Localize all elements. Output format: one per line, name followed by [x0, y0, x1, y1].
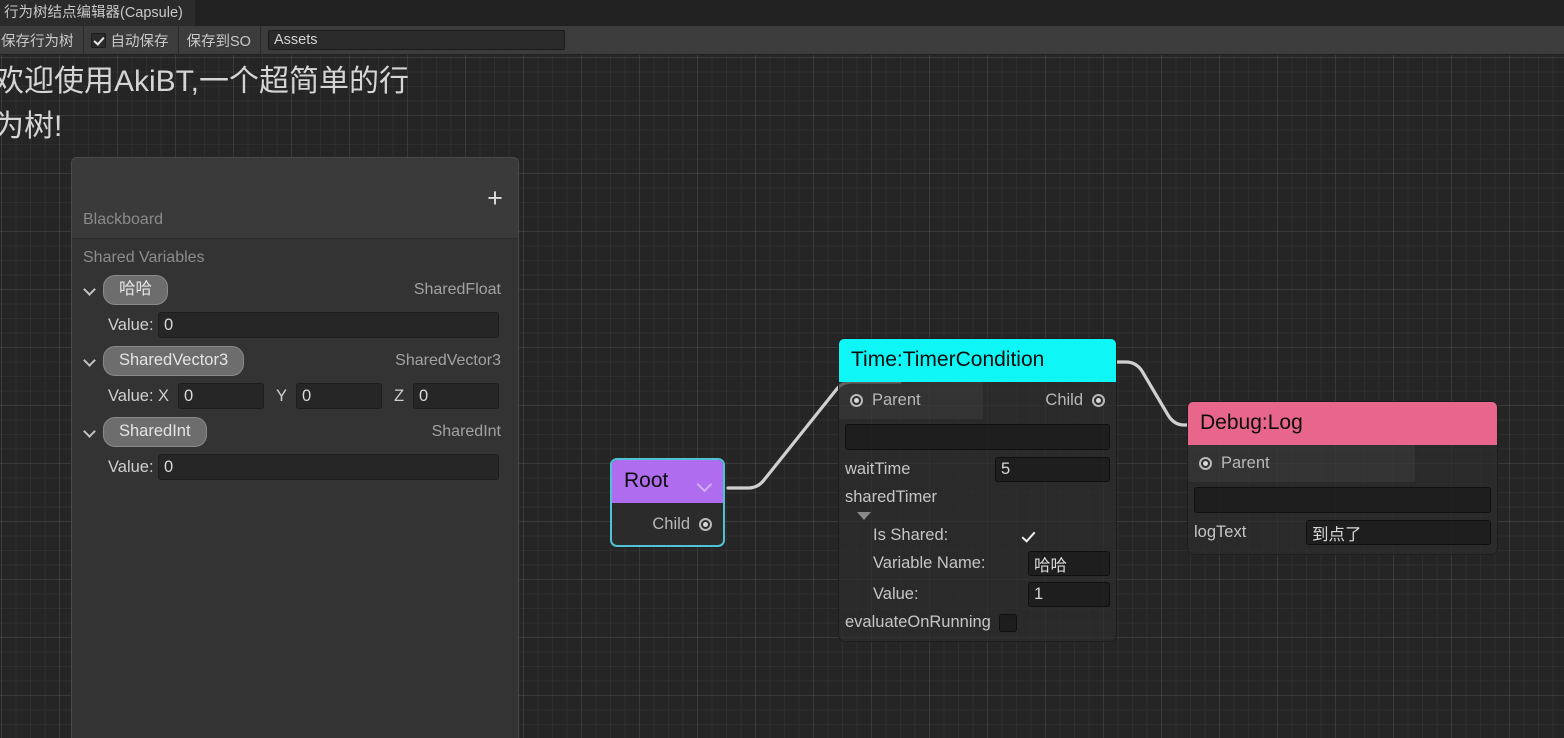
variable-value-input[interactable] [158, 312, 499, 338]
variable-name-label: Variable Name: [873, 554, 986, 572]
variable-value-input[interactable] [158, 454, 499, 480]
blackboard-variable-value-row: Value: X Y Z [72, 376, 518, 409]
port-child-out[interactable]: Child [983, 382, 1116, 419]
node-time-timer-condition[interactable]: Time:TimerCondition Parent Child waitTim… [838, 338, 1117, 642]
value-label: Value: [873, 585, 919, 603]
vector-x-input[interactable] [178, 383, 264, 409]
node-root-title: Root [624, 469, 669, 492]
evaluate-on-running-checkbox-icon[interactable] [998, 613, 1017, 632]
shared-timer-label: sharedTimer [845, 488, 937, 506]
chevron-down-icon[interactable] [84, 426, 97, 439]
variable-type-label: SharedVector3 [395, 352, 501, 369]
variable-type-label: SharedFloat [413, 281, 501, 298]
is-shared-label: Is Shared: [873, 526, 949, 544]
node-log-body: logText [1188, 487, 1497, 554]
port-parent-in[interactable]: Parent [1188, 445, 1415, 482]
node-description-input[interactable] [845, 424, 1110, 450]
node-log-ports: Parent [1188, 445, 1497, 482]
is-shared-checkbox-icon[interactable] [1019, 527, 1037, 545]
port-child-out[interactable]: Child [612, 503, 723, 545]
node-log-title: Debug:Log [1200, 411, 1303, 434]
auto-save-label: 自动保存 [110, 33, 169, 50]
vector-z-input[interactable] [413, 383, 499, 409]
node-timer-title: Time:TimerCondition [851, 348, 1045, 371]
chevron-down-icon[interactable] [84, 355, 97, 368]
blackboard-variable-row[interactable]: SharedInt SharedInt [72, 409, 518, 447]
field-shared-timer: sharedTimer [839, 485, 1116, 510]
port-child-label: Child [1045, 391, 1084, 409]
blackboard-variable-row[interactable]: SharedVector3 SharedVector3 [72, 338, 518, 376]
save-behavior-tree-label: 保存行为树 [1, 33, 74, 50]
variable-name-pill[interactable]: SharedInt [103, 417, 207, 447]
window-tab-bar: 行为树结点编辑器(Capsule) [0, 0, 1564, 26]
blackboard-title: Blackboard [83, 211, 164, 228]
port-parent-label: Parent [872, 391, 921, 409]
field-log-text: logText [1188, 517, 1497, 548]
chevron-down-icon[interactable] [696, 476, 713, 493]
blackboard-variable-row[interactable]: 哈哈 SharedFloat [72, 267, 518, 305]
port-parent-label: Parent [1221, 454, 1270, 472]
node-timer-body: waitTime sharedTimer Is Shared: Variable… [839, 424, 1116, 641]
port-parent-in[interactable]: Parent [839, 382, 984, 419]
axis-label-x: X [158, 386, 170, 405]
port-connector-dot[interactable] [699, 517, 712, 531]
blackboard-variable-value-row: Value: [72, 305, 518, 338]
vector-y-input[interactable] [295, 383, 382, 409]
port-child-label: Child [652, 514, 690, 533]
node-description-input[interactable] [1194, 487, 1491, 513]
port-empty-area [1415, 445, 1497, 482]
port-connector-dot[interactable] [1092, 394, 1106, 407]
variable-name-pill[interactable]: SharedVector3 [103, 346, 245, 376]
variable-type-label: SharedInt [431, 423, 501, 440]
node-log-header[interactable]: Debug:Log [1188, 402, 1497, 445]
shared-variables-section-label: Shared Variables [83, 249, 205, 266]
editor-toolbar: 保存行为树 自动保存 保存到SO [0, 25, 1564, 55]
triangle-down-icon[interactable] [857, 512, 871, 520]
variable-name-input[interactable] [1028, 551, 1110, 576]
blackboard-panel[interactable]: Blackboard + Shared Variables 哈哈 SharedF… [71, 157, 519, 738]
save-to-so-button[interactable]: 保存到SO [179, 25, 261, 55]
add-variable-button[interactable]: + [487, 183, 503, 213]
value-label: Value: [108, 315, 154, 334]
node-debug-log[interactable]: Debug:Log Parent logText [1187, 401, 1498, 555]
wait-time-input[interactable] [995, 457, 1110, 482]
field-evaluate-on-running: evaluateOnRunning [839, 610, 1116, 635]
node-root-header[interactable]: Root [612, 460, 723, 503]
port-connector-dot[interactable] [1199, 457, 1212, 470]
variable-name-pill[interactable]: 哈哈 [103, 275, 168, 305]
save-to-so-label: 保存到SO [186, 33, 251, 50]
port-connector-dot[interactable] [850, 394, 863, 407]
auto-save-checkbox-icon[interactable] [90, 32, 106, 48]
save-path-input[interactable] [267, 30, 565, 50]
save-behavior-tree-button[interactable]: 保存行为树 [0, 25, 84, 55]
log-text-label: logText [1194, 523, 1247, 541]
value-label: Value: [108, 386, 154, 405]
field-variable-name: Variable Name: [839, 548, 1116, 579]
field-wait-time: waitTime [839, 454, 1116, 485]
blackboard-header[interactable]: Blackboard + [72, 158, 518, 239]
value-label: Value: [108, 457, 154, 476]
wait-time-label: waitTime [845, 460, 911, 478]
graph-canvas[interactable]: 欢迎使用AkiBT,一个超简单的行为树! Blackboard + Shared… [0, 55, 1564, 738]
field-is-shared: Is Shared: [839, 523, 1116, 548]
welcome-message: 欢迎使用AkiBT,一个超简单的行为树! [0, 65, 410, 143]
chevron-down-icon[interactable] [84, 284, 97, 297]
axis-label-z: Z [393, 386, 405, 405]
node-timer-header[interactable]: Time:TimerCondition [839, 339, 1116, 382]
blackboard-variable-value-row: Value: [72, 447, 518, 480]
axis-label-y: Y [275, 386, 287, 405]
value-input[interactable] [1028, 582, 1110, 607]
node-root-ports: Child [612, 503, 723, 545]
tab-behavior-tree-node-editor[interactable]: 行为树结点编辑器(Capsule) [0, 0, 195, 26]
auto-save-toggle[interactable]: 自动保存 [84, 25, 179, 55]
node-timer-ports: Parent Child [839, 382, 1116, 419]
log-text-input[interactable] [1306, 520, 1491, 545]
evaluate-on-running-label: evaluateOnRunning [845, 613, 991, 631]
node-root[interactable]: Root Child [610, 458, 725, 547]
tab-label: 行为树结点编辑器(Capsule) [4, 5, 183, 21]
field-value: Value: [839, 579, 1116, 610]
